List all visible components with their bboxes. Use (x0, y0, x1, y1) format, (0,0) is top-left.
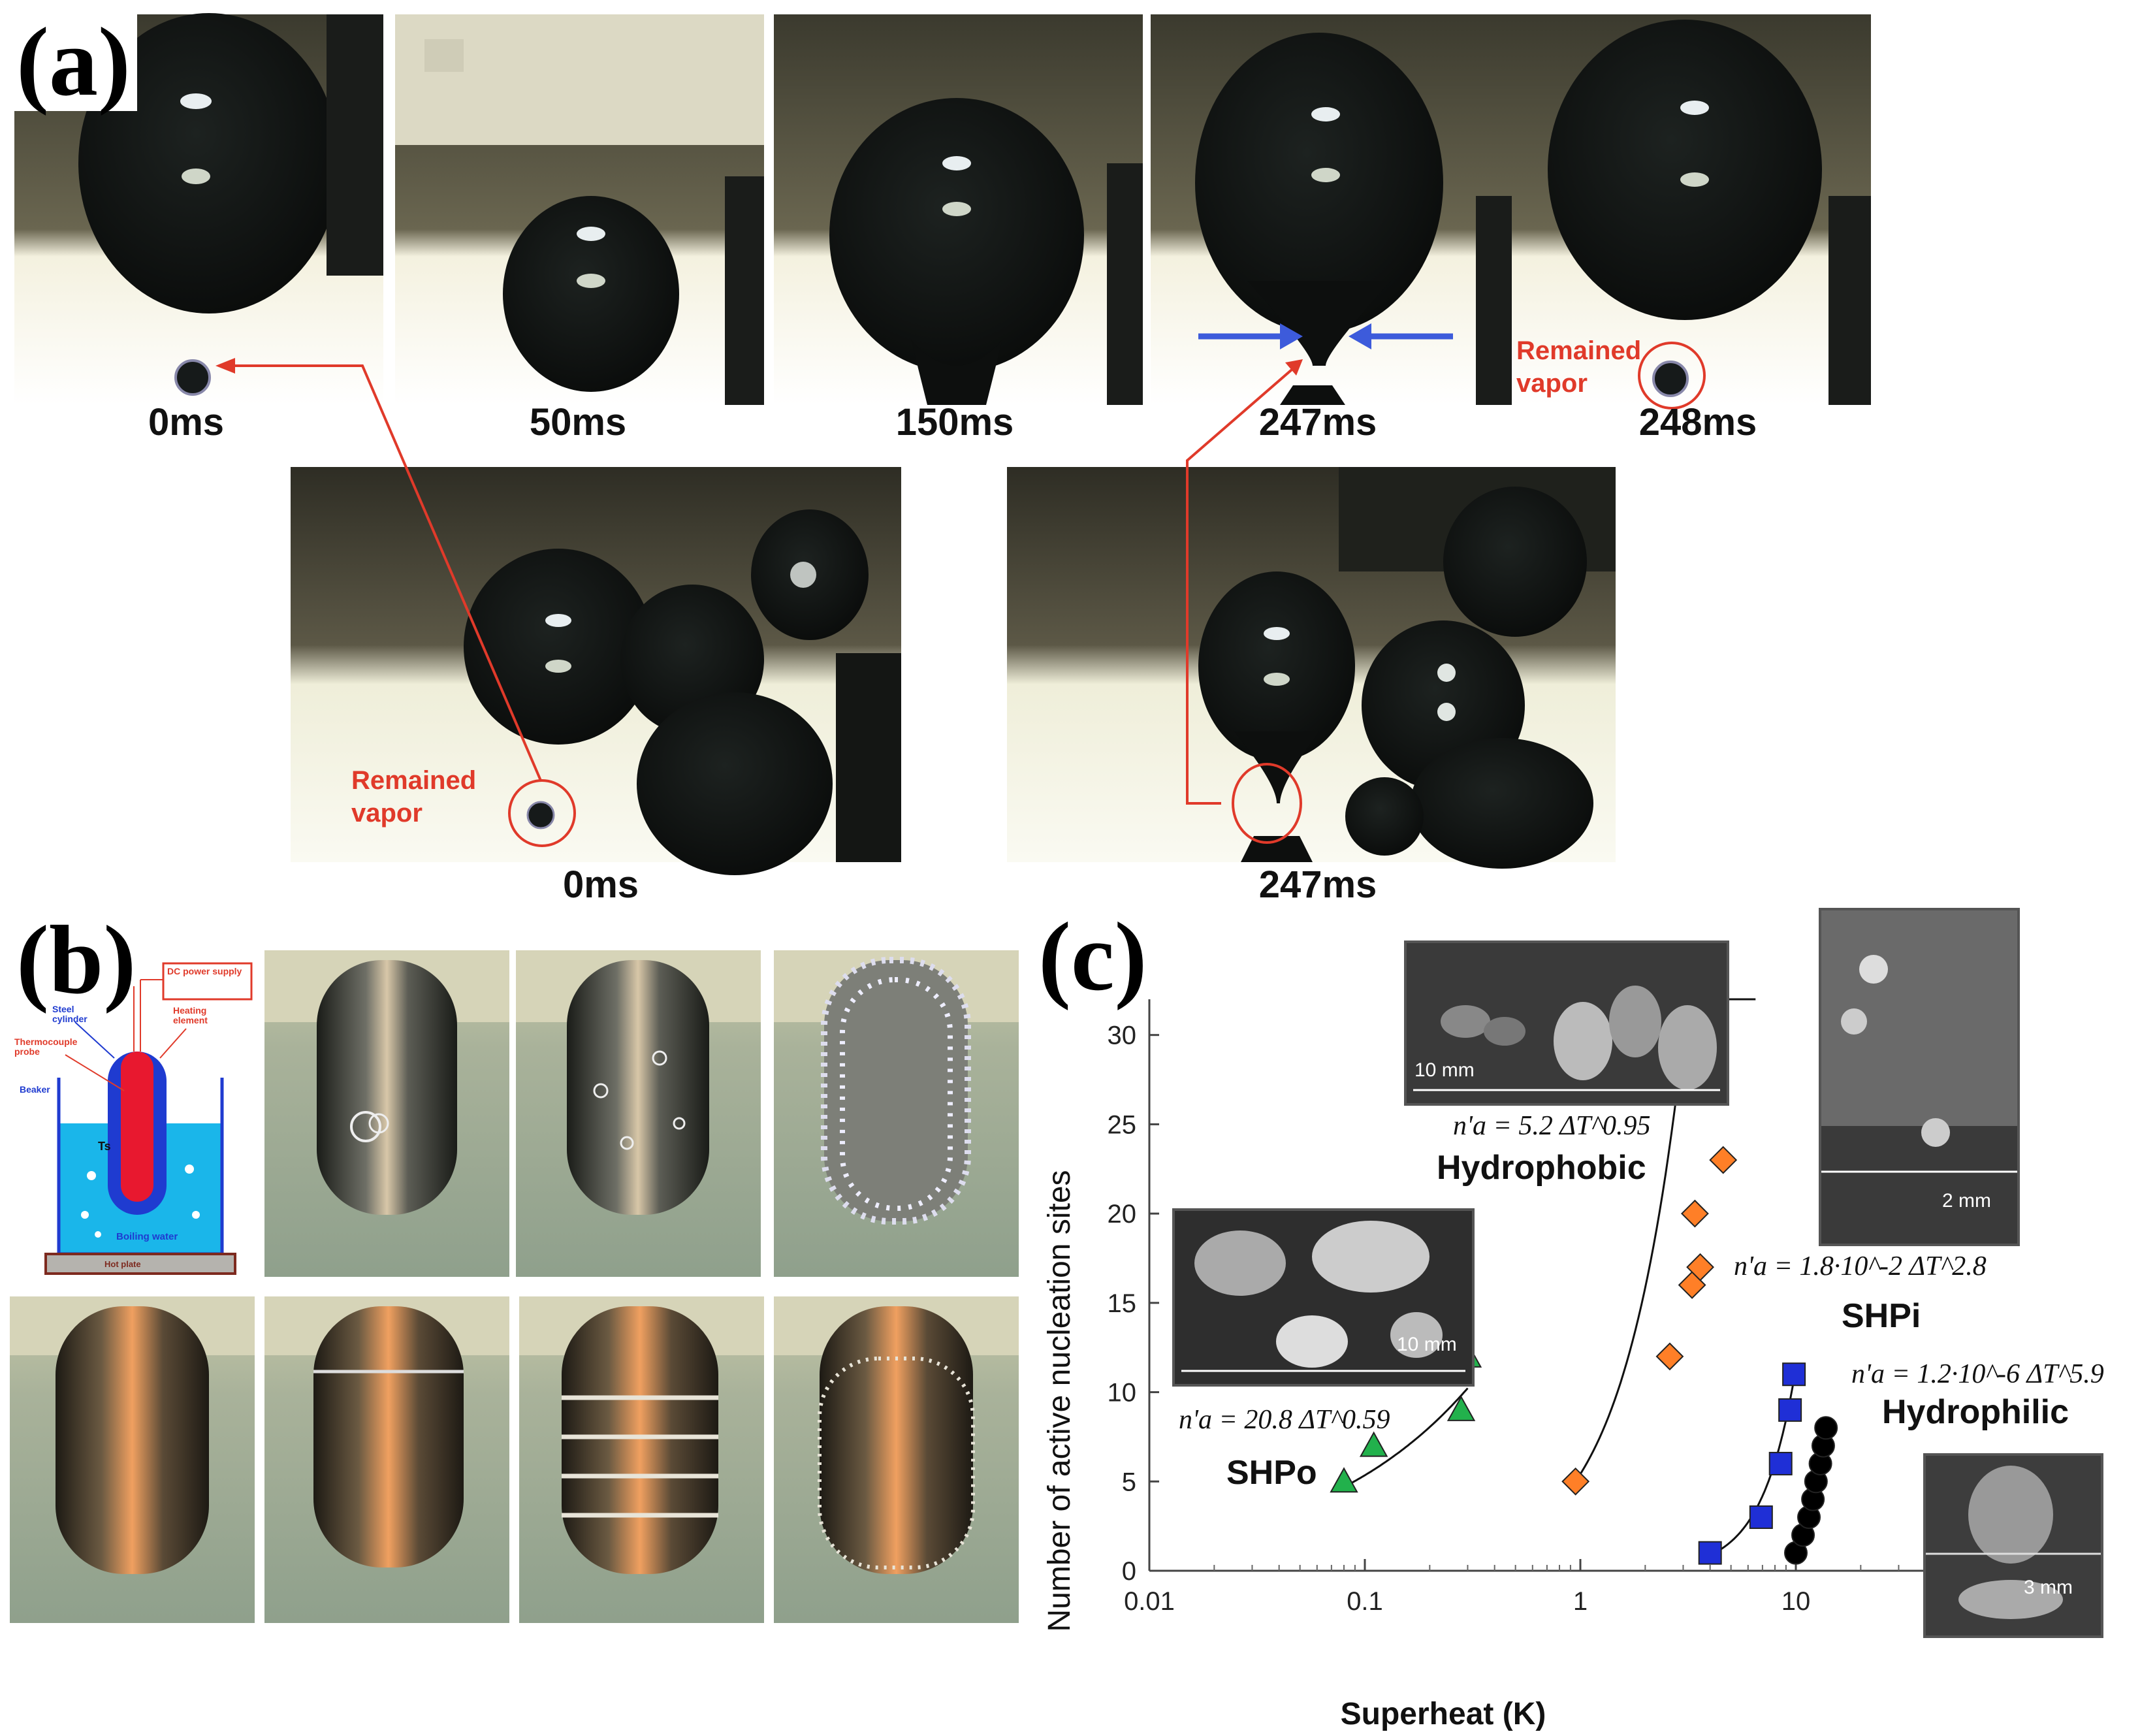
y-tick-label: 30 (1108, 1021, 1137, 1050)
cylinder-photo-top-2 (516, 950, 761, 1277)
marker-hydrophobic (1709, 1146, 1738, 1174)
cylinder-photo-bottom-3 (519, 1296, 764, 1623)
cylinder-photo-bottom-1 (10, 1296, 255, 1623)
inset-shpo-scale: 10 mm (1397, 1334, 1457, 1355)
fit-curve-shpo (1343, 1387, 1469, 1488)
frame-150ms-photo (774, 14, 1143, 405)
frame-0ms-photo (14, 13, 383, 405)
y-tick-label: 25 (1108, 1110, 1137, 1139)
y-tick-label: 0 (1122, 1557, 1136, 1586)
x-tick-label: 0.01 (1124, 1587, 1175, 1616)
frame-label-50ms: 50ms (529, 401, 627, 443)
equation-shpo: n'a = 20.8 ΔT^0.59 (1179, 1405, 1390, 1435)
schematic-ts-label: Ts (98, 1140, 111, 1153)
remained-vapor-line-2: vapor (1516, 369, 1588, 398)
marker-hydrophilic (1814, 1416, 1838, 1440)
series-label-shpi: SHPi (1842, 1297, 1921, 1335)
neck-arrows (1198, 323, 1453, 349)
cylinder-photo-top-1 (264, 950, 509, 1277)
marker-shpi (1782, 1362, 1806, 1387)
frame-247ms-photo (1151, 14, 1520, 405)
callout-arrowhead-0ms (216, 358, 235, 374)
inset-shpi-photo: 2 mm (1819, 908, 2020, 1246)
x-axis-label: Superheat (K) (1341, 1697, 1546, 1731)
inset-shpo-bubbles (1175, 1211, 1472, 1384)
inset-hydrophilic-scale: 3 mm (2024, 1577, 2073, 1598)
x-tick-label: 1 (1573, 1587, 1588, 1616)
series-label-hydrophobic: Hydrophobic (1437, 1149, 1646, 1187)
series-label-shpo: SHPo (1226, 1454, 1317, 1492)
y-axis-label: Number of active nucleation sites (1042, 1170, 1077, 1632)
marker-shpo (1359, 1431, 1388, 1457)
frame-50ms-photo (395, 14, 764, 405)
y-tick-label: 5 (1122, 1468, 1136, 1496)
inset-hydrophilic-bubble (1926, 1456, 2101, 1635)
inset-shpo-photo: 10 mm (1172, 1208, 1475, 1387)
panel-b-letter: (b) (10, 911, 143, 1009)
frame-label-247ms: 247ms (1258, 401, 1377, 443)
inset-hydrophobic-scale: 10 mm (1414, 1059, 1475, 1081)
marker-shpo (1330, 1467, 1358, 1493)
marker-shpi (1768, 1451, 1793, 1475)
marker-shpi (1698, 1541, 1722, 1565)
frame-label-0ms: 0ms (148, 401, 225, 443)
callout-arrowhead-247ms (1285, 359, 1303, 376)
schematic-boiling-water-label: Boiling water (116, 1231, 178, 1242)
cylinder-photos (10, 950, 1019, 1623)
remained-vapor-line-2: vapor (351, 799, 423, 828)
schematic-thermocouple-label: Thermocouple probe (14, 1037, 78, 1057)
frame-label-150ms: 150ms (895, 401, 1014, 443)
cylinder-photo-bottom-2 (264, 1296, 509, 1623)
schematic-beaker-label: Beaker (20, 1084, 50, 1095)
equation-hydrophobic: n'a = 5.2 ΔT^0.95 (1453, 1111, 1651, 1141)
remained-vapor-line-1: Remained (1516, 336, 1642, 365)
inset-hydrophobic-bubbles (1407, 943, 1727, 1103)
marker-hydrophobic (1655, 1342, 1684, 1371)
marker-shpo (1446, 1395, 1476, 1421)
frame-label-bottom-0ms: 0ms (562, 863, 639, 906)
equation-shpi: n'a = 1.8·10^-2 ΔT^2.8 (1734, 1251, 1987, 1281)
series-label-hydrophilic: Hydrophilic (1882, 1393, 2069, 1431)
inset-hydrophobic-photo: 10 mm (1404, 940, 1729, 1106)
equation-hydrophilic: n'a = 1.2·10^-6 ΔT^5.9 (1851, 1359, 2104, 1389)
frame-bottom-0ms-photo (291, 467, 901, 875)
panel-a-letter: (a) (10, 13, 137, 111)
marker-hydrophobic (1680, 1199, 1709, 1228)
panel-c-letter: (c) (1032, 908, 1154, 1006)
frame-label-248ms: 248ms (1638, 401, 1757, 443)
frame-label-bottom-247ms: 247ms (1258, 863, 1377, 906)
inset-shpi-scale: 2 mm (1942, 1190, 1991, 1212)
inset-hydrophilic-photo: 3 mm (1923, 1453, 2103, 1638)
red-callouts (225, 342, 1706, 847)
remained-vapor-note-bottom: Remained vapor (351, 764, 476, 829)
x-tick-label: 10 (1781, 1587, 1811, 1616)
inset-shpi-bubbles (1821, 910, 2017, 1244)
schematic-hot-plate-label: Hot plate (104, 1259, 141, 1269)
cylinder-photo-top-3 (774, 950, 1019, 1277)
remained-vapor-line-1: Remained (351, 766, 477, 795)
panel-a-photos (14, 13, 1871, 875)
frame-248ms-photo (1512, 14, 1871, 405)
marker-hydrophobic (1561, 1467, 1590, 1496)
y-tick-label: 10 (1108, 1379, 1137, 1407)
cylinder-photo-bottom-4 (774, 1296, 1019, 1623)
x-tick-label: 0.1 (1347, 1587, 1383, 1616)
frame-bottom-247ms-photo (1007, 467, 1616, 869)
schematic-steel-cylinder-label: Steel cylinder (52, 1004, 88, 1025)
remained-vapor-note-top: Remained vapor (1516, 334, 1641, 400)
marker-shpi (1778, 1398, 1802, 1422)
marker-shpi (1749, 1505, 1773, 1529)
y-tick-label: 20 (1108, 1200, 1137, 1229)
y-tick-label: 15 (1108, 1289, 1137, 1318)
marker-hydrophobic (1686, 1253, 1714, 1281)
boiling-schematic (44, 962, 253, 1275)
schematic-dc-power-label: DC power supply (167, 966, 242, 976)
schematic-heating-element-label: Heating element (173, 1005, 208, 1026)
